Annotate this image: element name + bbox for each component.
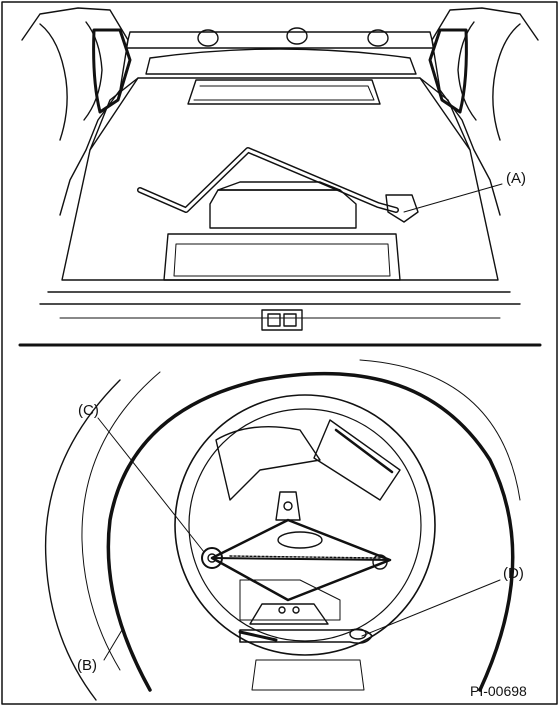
callout-d-label: (D) xyxy=(503,565,524,582)
tool-tray xyxy=(215,426,321,501)
seat-bolt-left xyxy=(197,29,219,47)
right-wall xyxy=(431,7,539,216)
left-wall-curve xyxy=(39,23,68,141)
scissor-jack xyxy=(201,491,392,625)
tool-slot xyxy=(313,419,401,501)
leader-a xyxy=(403,183,503,213)
leader-d xyxy=(361,579,501,637)
leader-b xyxy=(103,629,123,661)
jack-base xyxy=(249,603,329,625)
callout-c-label: (C) xyxy=(78,402,99,419)
spare-tire-panel xyxy=(44,359,521,701)
tire-rim-inner xyxy=(188,408,422,642)
callout-b-label: (B) xyxy=(77,657,97,674)
right-latch xyxy=(428,28,468,114)
center-recess xyxy=(209,189,357,229)
seat-bolt-right xyxy=(367,29,389,47)
left-wall xyxy=(21,7,129,216)
seat-bolt-center xyxy=(286,27,308,45)
trunk-panel xyxy=(21,7,539,331)
cargo-floor xyxy=(61,77,499,281)
callout-a-label: (A) xyxy=(506,170,526,187)
handle-hook xyxy=(385,194,419,223)
left-latch xyxy=(92,28,132,114)
rear-recess xyxy=(163,233,401,281)
jack-screw xyxy=(211,557,391,561)
tire-rim-outer xyxy=(174,394,436,656)
front-recess xyxy=(187,79,381,105)
spare-tire xyxy=(106,371,515,692)
leader-c xyxy=(97,417,205,553)
cargo-lip xyxy=(145,48,417,75)
figure-code: PI-00698 xyxy=(470,683,527,699)
seat-back-bar xyxy=(125,31,435,49)
lock-plate xyxy=(261,309,303,331)
well-arc-outer xyxy=(44,379,121,701)
jack-eye xyxy=(201,547,223,569)
jack-top-plate xyxy=(275,491,301,521)
jack-hole xyxy=(277,531,323,549)
